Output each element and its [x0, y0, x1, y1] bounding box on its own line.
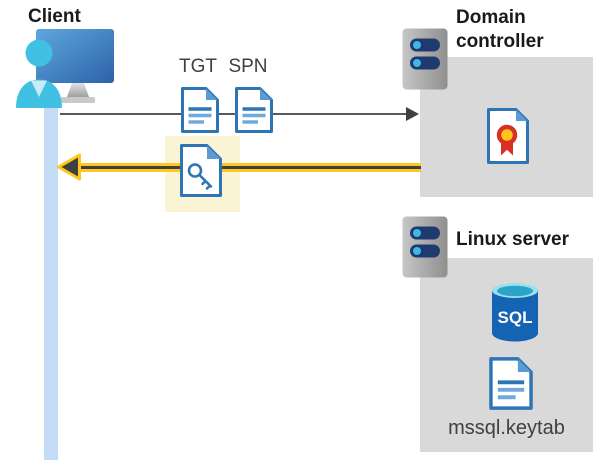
key-document-icon: [180, 144, 222, 197]
response-arrow-core: [79, 166, 421, 169]
tgt-label: TGT: [179, 56, 217, 77]
spn-document-icon: [235, 87, 273, 133]
client-user-monitor-icon: [16, 29, 114, 108]
linux-server-label: Linux server: [456, 229, 569, 250]
keytab-filename-label: mssql.keytab: [448, 417, 565, 439]
sql-database-icon: SQL: [492, 283, 538, 342]
certificate-icon: [487, 108, 529, 164]
client-lifeline: [44, 98, 58, 460]
domain-controller-label: Domain controller: [456, 7, 544, 52]
spn-label: SPN: [228, 56, 268, 77]
sql-badge-text: SQL: [498, 308, 533, 327]
client-label: Client: [28, 6, 81, 27]
request-arrowhead-icon: [406, 107, 419, 121]
response-arrowhead-icon: [57, 153, 81, 181]
keytab-document-icon: [489, 357, 533, 410]
tgt-document-icon: [181, 87, 219, 133]
linux-server-icon: [402, 216, 448, 278]
domain-controller-server-icon: [402, 28, 448, 90]
request-arrow-line: [60, 113, 406, 115]
